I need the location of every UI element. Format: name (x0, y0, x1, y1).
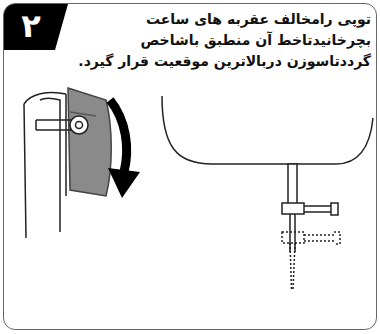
body-outline (65, 94, 67, 196)
handwheel (68, 88, 111, 196)
needle-bar (288, 164, 297, 204)
needle (290, 214, 295, 252)
index-knob (76, 122, 83, 129)
machine-arm (162, 96, 373, 164)
arrow-shaft (110, 100, 127, 172)
needle-clamp-lower (282, 232, 304, 243)
body-outline (24, 104, 26, 238)
handwheel-mark (70, 112, 96, 116)
rotation-arrow (108, 100, 140, 198)
instruction-panel: توپی رامخالف عقربه های ساعت بچرخانیدتاخط… (3, 3, 377, 330)
step-number-tab: ۲ (4, 4, 68, 50)
instruction-text: توپی رامخالف عقربه های ساعت بچرخانیدتاخط… (66, 9, 371, 72)
tab-shape (4, 4, 68, 50)
index-pin (36, 120, 72, 130)
needle-figure (162, 96, 373, 290)
clamp-screw-lower (304, 232, 340, 244)
clamp-screw (304, 206, 331, 212)
body-outline (40, 99, 60, 233)
step-number: ۲ (4, 4, 58, 46)
lower-position (282, 232, 340, 290)
needle-lower (290, 243, 295, 290)
clamp-screw (331, 203, 338, 215)
needle-clamp (282, 203, 304, 214)
handwheel-figure (24, 88, 111, 238)
index-knob (70, 116, 88, 134)
arrow-head (108, 168, 140, 198)
